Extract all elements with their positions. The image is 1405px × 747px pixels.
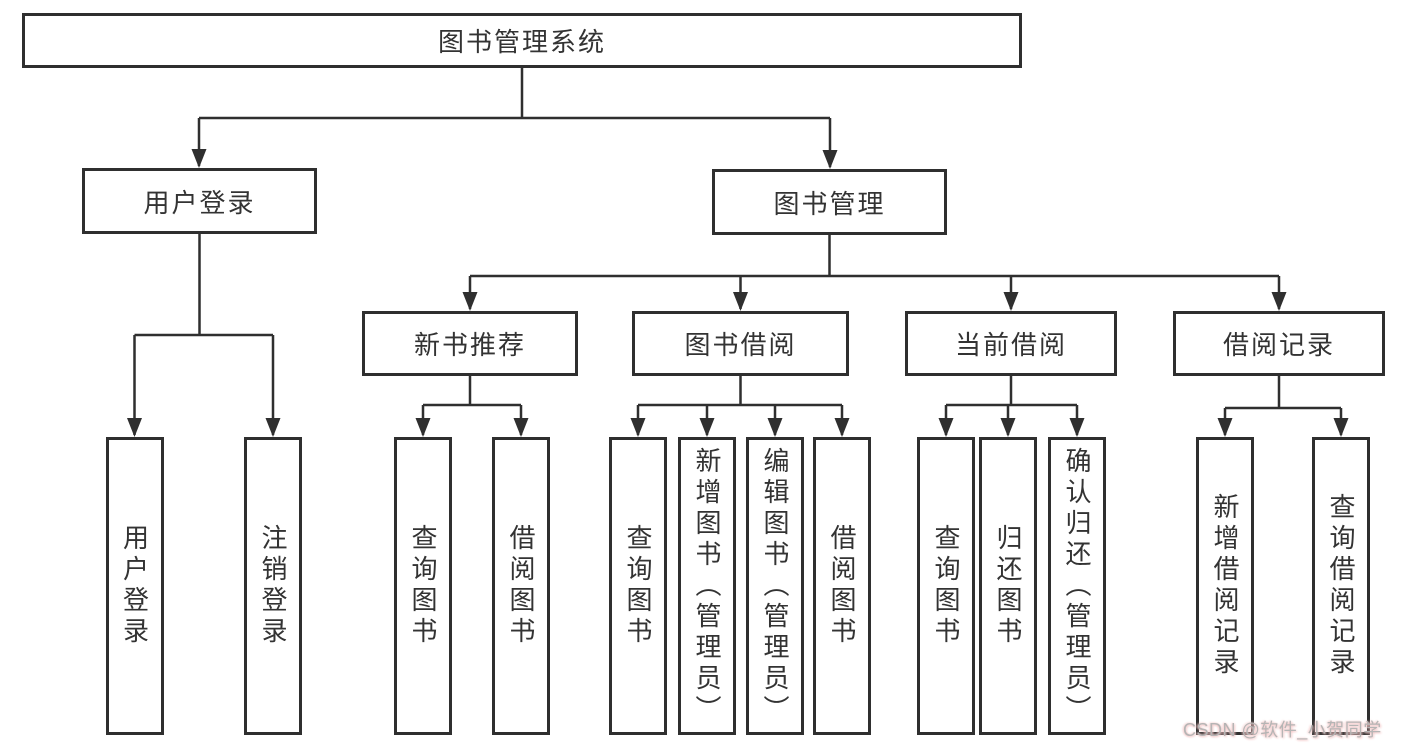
leaf-label: 确认归还（管理员） — [1062, 446, 1092, 726]
node-new-book-recommendation: 新书推荐 — [362, 311, 578, 376]
leaf-query-books-recommend: 查询图书 — [394, 437, 452, 735]
node-label: 图书管理 — [773, 188, 886, 219]
leaf-logout: 注销登录 — [244, 437, 302, 735]
leaf-add-book-admin: 新增图书（管理员） — [678, 437, 736, 735]
leaf-confirm-return-admin: 确认归还（管理员） — [1048, 437, 1106, 735]
leaf-label: 编辑图书（管理员） — [760, 446, 790, 726]
node-borrowing-records: 借阅记录 — [1173, 311, 1385, 376]
leaf-borrow-books-borrowing: 借阅图书 — [813, 437, 871, 735]
leaf-label: 借阅图书 — [827, 524, 857, 648]
leaf-label: 借阅图书 — [506, 524, 536, 648]
node-label: 图书借阅 — [684, 330, 797, 360]
csdn-watermark: CSDN @软件_小贺同学 — [1183, 720, 1382, 740]
node-label: 用户登录 — [143, 187, 256, 218]
connector-user-login-to-leaves — [133, 234, 275, 435]
leaf-edit-book-admin: 编辑图书（管理员） — [746, 437, 804, 735]
leaf-return-book: 归还图书 — [979, 437, 1037, 735]
leaf-query-borrow-record: 查询借阅记录 — [1312, 437, 1370, 735]
node-label: 当前借阅 — [954, 330, 1067, 360]
node-label: 借阅记录 — [1222, 330, 1335, 360]
leaf-label: 新增借阅记录 — [1210, 493, 1240, 679]
leaf-label: 用户登录 — [119, 524, 150, 648]
leaf-label: 注销登录 — [258, 524, 288, 648]
leaf-add-borrow-record: 新增借阅记录 — [1196, 437, 1254, 735]
connectors — [133, 68, 1343, 435]
node-book-borrowing: 图书借阅 — [632, 311, 849, 376]
leaf-label: 查询借阅记录 — [1326, 493, 1356, 679]
leaf-query-books-borrowing: 查询图书 — [609, 437, 667, 735]
connector-level3-to-leaves — [421, 376, 1343, 435]
connector-book-management-to-level3 — [468, 235, 1281, 309]
leaf-label: 新增图书（管理员） — [692, 446, 722, 726]
connector-root-to-level2 — [197, 68, 832, 167]
node-label: 图书管理系统 — [437, 27, 606, 57]
leaf-query-books-current: 查询图书 — [917, 437, 975, 735]
node-current-borrowing: 当前借阅 — [905, 311, 1117, 376]
leaf-label: 查询图书 — [931, 524, 961, 648]
node-label: 新书推荐 — [413, 330, 526, 360]
leaf-label: 查询图书 — [623, 524, 653, 648]
node-library-management-system: 图书管理系统 — [22, 13, 1022, 68]
leaf-borrow-books-recommend: 借阅图书 — [492, 437, 550, 735]
leaf-label: 归还图书 — [993, 524, 1023, 648]
node-book-management: 图书管理 — [712, 169, 947, 235]
leaf-user-login: 用户登录 — [105, 437, 164, 735]
leaf-label: 查询图书 — [408, 524, 438, 648]
node-user-login: 用户登录 — [82, 168, 317, 234]
